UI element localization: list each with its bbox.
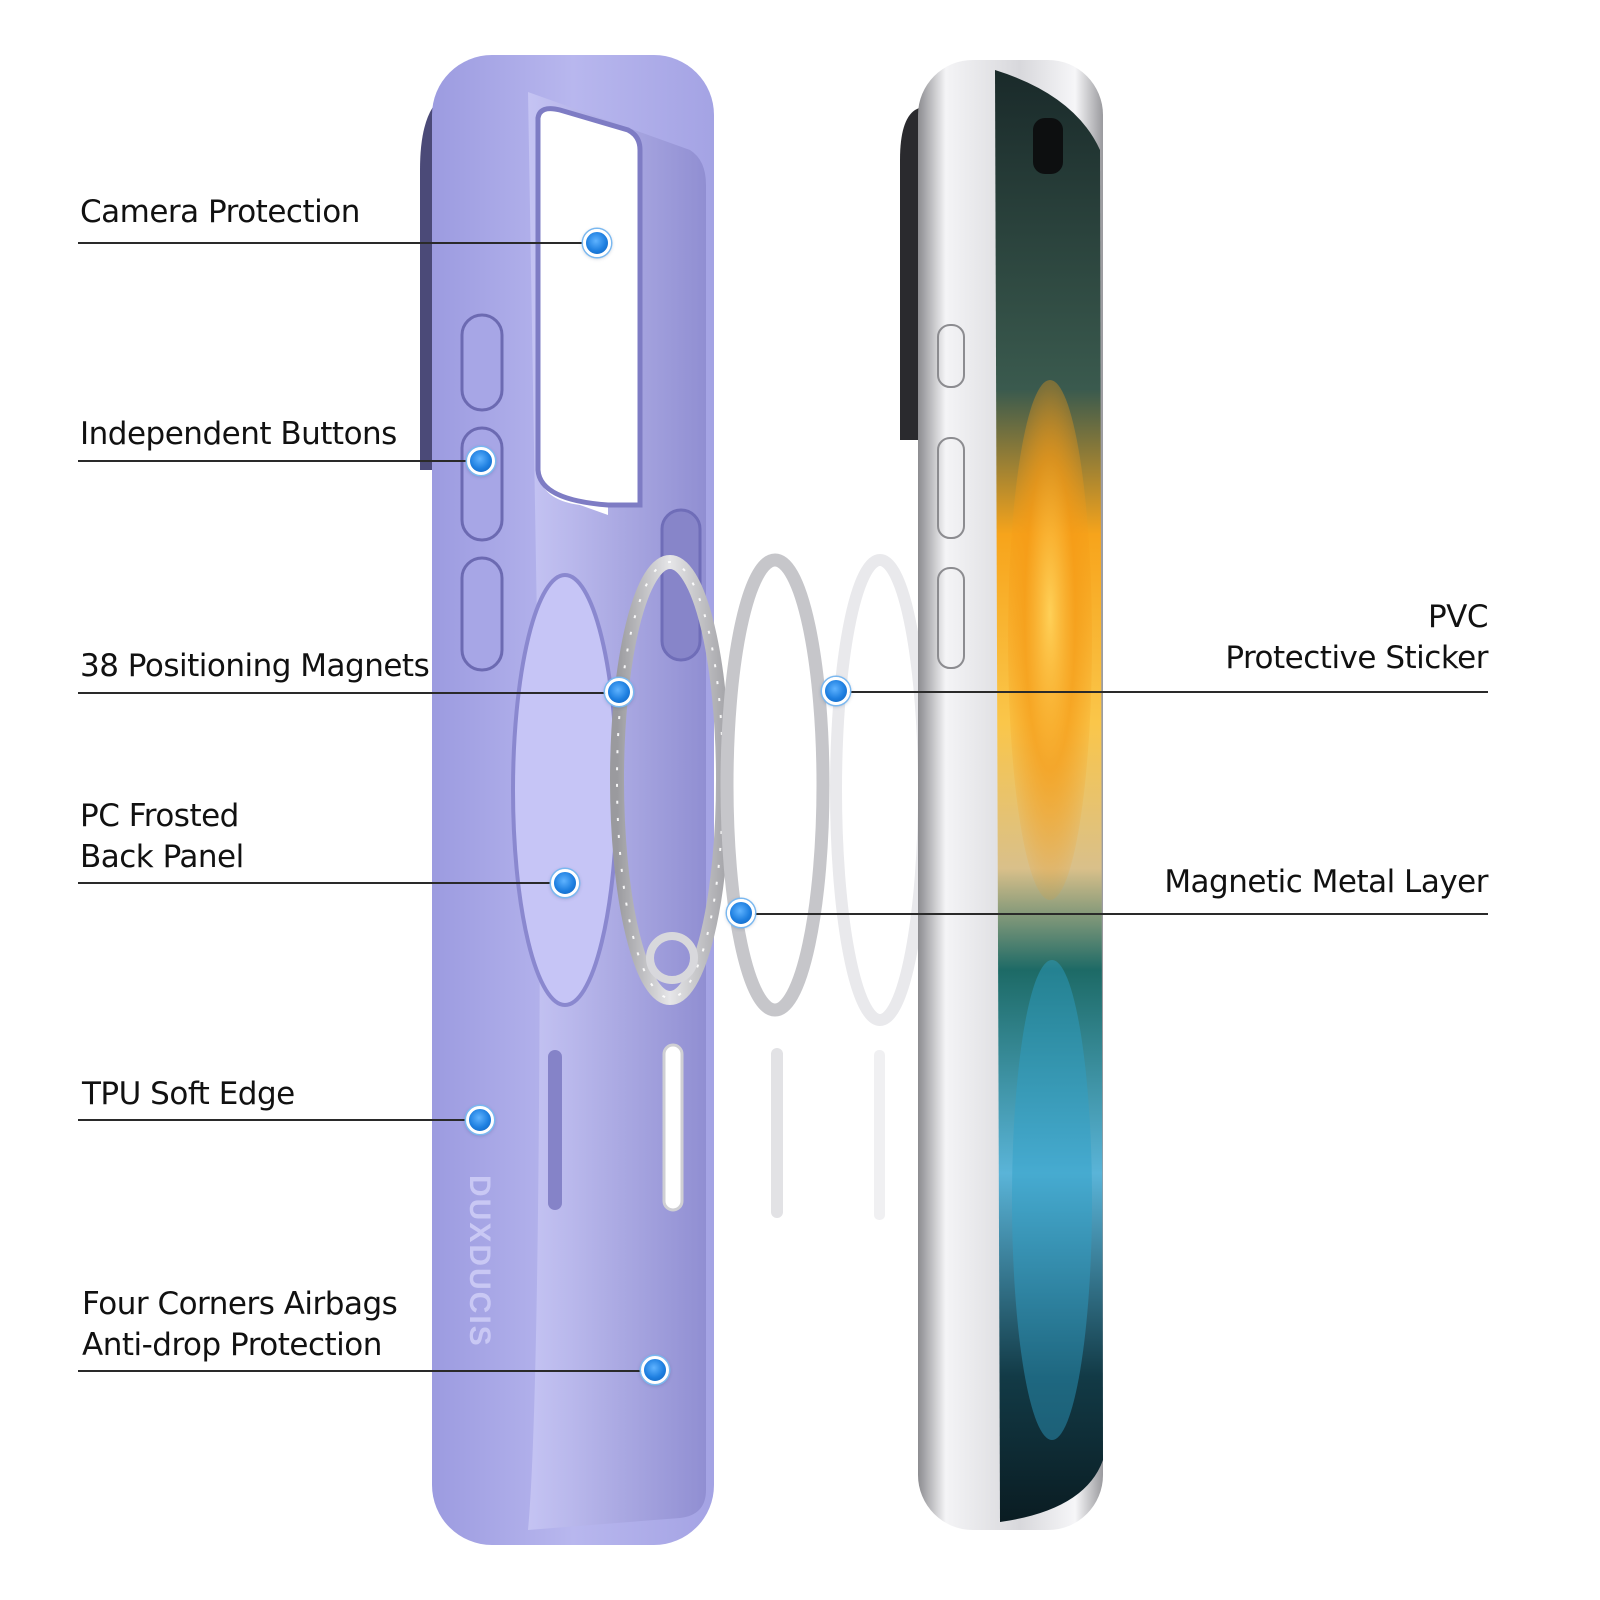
case-button-1 [460,313,504,412]
tpu-soft-edge-marker [466,1106,494,1134]
four-corners-label: Four Corners Airbags Anti-drop Protectio… [82,1286,398,1363]
camera-protection-line [78,242,598,244]
pvc-sticker-ring [830,554,930,1026]
pc-frosted-back-line [78,882,565,884]
independent-buttons-line [78,460,480,462]
magnetic-metal-layer-marker [727,899,755,927]
positioning-magnets-marker [605,678,633,706]
magnetic-metal-layer-line [741,913,1488,915]
independent-buttons-marker [467,447,495,475]
pc-frosted-back-marker [551,869,579,897]
phone-button-3 [937,567,965,669]
metal-layer-ring [720,553,830,1017]
case-button-2 [460,426,504,542]
four-corners-line [78,1370,656,1372]
camera-protection-label: Camera Protection [80,194,360,230]
phone-button-2 [937,437,965,539]
camera-cutout [538,108,640,515]
four-corners-marker [641,1356,669,1384]
pc-frosted-back-label: PC Frosted Back Panel [80,798,244,875]
pvc-sticker-label: PVC Protective Sticker [1225,599,1488,676]
tpu-soft-edge-line [78,1119,480,1121]
pvc-sticker-marker [822,677,850,705]
brand-watermark: DUXDUCIS [463,1175,496,1348]
pvc-sticker-line [836,691,1488,693]
back-panel-circle [511,573,619,1007]
magnetic-metal-layer-label: Magnetic Metal Layer [1164,864,1488,900]
positioning-magnets-label: 38 Positioning Magnets [80,648,430,684]
case-button-3 [460,556,504,672]
camera-protection-marker [583,229,611,257]
independent-buttons-label: Independent Buttons [80,416,397,452]
positioning-magnets-line [78,692,620,694]
phone-button-1 [937,324,965,388]
tpu-soft-edge-label: TPU Soft Edge [82,1076,295,1112]
